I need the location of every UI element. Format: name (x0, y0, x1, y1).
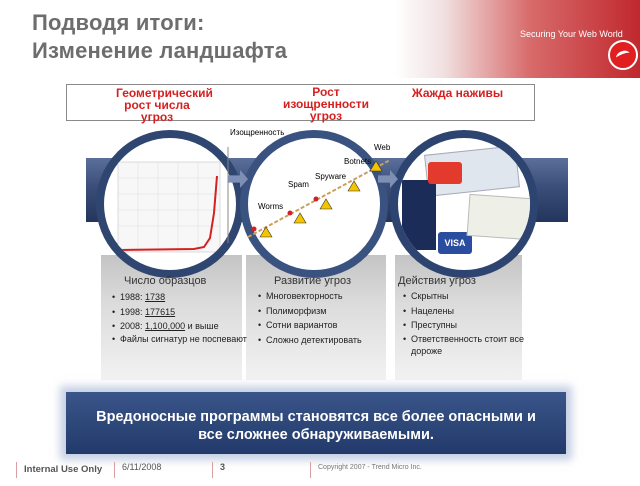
passport-image (402, 180, 436, 250)
header-brand-band (395, 0, 640, 78)
label-spyware: Spyware (315, 172, 347, 181)
license-image (466, 193, 530, 241)
brand-slogan: Securing Your Web World (520, 29, 623, 39)
panel-right-heading: Действия угроз (398, 275, 476, 287)
list-item: Нацелены (403, 304, 531, 319)
axis-label-sophistication: Изощренность (230, 128, 285, 137)
list-item: 1998: 177615 (112, 305, 252, 320)
footer-divider (16, 462, 17, 478)
label-web: Web (374, 143, 391, 152)
footer-divider (310, 462, 311, 478)
trend-micro-logo-icon (608, 40, 638, 70)
footer-divider (114, 462, 115, 478)
panel-middle-list: Многовекторность Полиморфизм Сотни вариа… (254, 289, 398, 347)
slide-title-line1: Подводя итоги: (32, 10, 205, 35)
legend-exponential-growth: Геометрический рост числа угроз (116, 86, 213, 124)
visa-card-image: VISA (438, 232, 472, 254)
label-spam: Spam (288, 180, 309, 189)
footer-date: 6/11/2008 (122, 462, 162, 472)
slide-title-line2: Изменение ландшафта (32, 38, 288, 63)
footer-divider (212, 462, 213, 478)
label-botnets: Botnets (344, 157, 372, 166)
list-item: Многовекторность (258, 289, 398, 304)
growth-chart-thumbnail (117, 161, 221, 253)
list-item: 1988: 1738 (112, 290, 252, 305)
sophistication-diagram (227, 147, 391, 243)
footer-copyright: Copyright 2007 - Trend Micro Inc. (318, 464, 422, 471)
list-item: Сложно детектировать (258, 333, 398, 348)
circle-profit: VISA (390, 130, 538, 278)
legend-profit-motive: Жажда наживы (411, 86, 504, 100)
list-item: Скрытны (403, 289, 531, 304)
list-item: Полиморфизм (258, 304, 398, 319)
list-item: Сотни вариантов (258, 318, 398, 333)
footer-classification: Internal Use Only (24, 464, 103, 475)
footer-page-number: 3 (220, 462, 226, 472)
list-item: Преступны (403, 318, 531, 333)
legend-sophistication: Рост изощренности угроз (282, 85, 370, 123)
legend-box (66, 84, 535, 121)
list-item: Ответственность стоит все дороже (403, 333, 531, 357)
circle-sophistication (240, 130, 388, 278)
panel-right-list: Скрытны Нацелены Преступны Ответственнос… (399, 289, 531, 357)
circle-growth (96, 130, 244, 278)
panel-left-heading: Число образцов (124, 275, 207, 287)
panel-left-list: 1988: 1738 1998: 177615 2008: 1,100,000 … (108, 290, 252, 344)
panel-middle-heading: Развитие угроз (274, 275, 352, 287)
conclusion-banner: Вредоносные программы становятся все бол… (66, 392, 566, 454)
list-item: 2008: 1,100,000 и выше (112, 319, 252, 334)
conclusion-text: Вредоносные программы становятся все бол… (96, 409, 536, 443)
label-worms: Worms (258, 202, 284, 211)
mastercard-image (428, 162, 462, 184)
list-item: Файлы сигнатур не поспевают (112, 334, 252, 344)
